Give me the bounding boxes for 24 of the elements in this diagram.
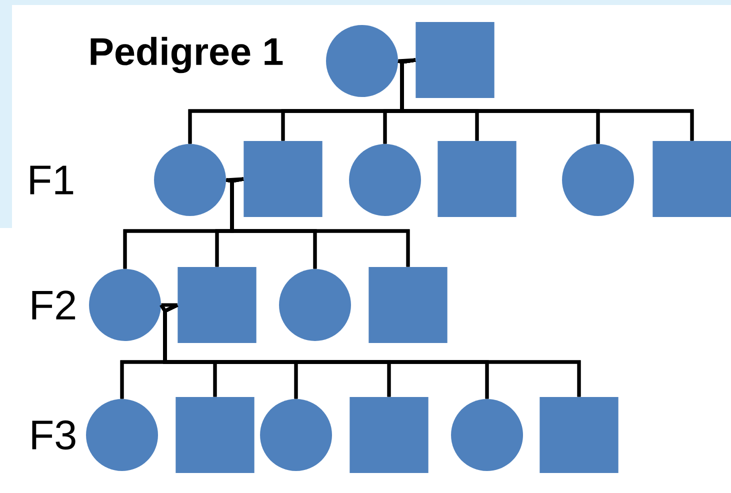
male-square — [368, 267, 448, 343]
female-circle — [279, 269, 351, 341]
mating-line — [226, 177, 244, 182]
male-square — [438, 141, 516, 217]
generation-label: F3 — [32, 420, 76, 450]
female-circle — [89, 269, 161, 341]
male-square — [416, 22, 494, 98]
female-circle — [562, 144, 634, 216]
title: Pedigree 1 — [90, 36, 283, 74]
male-square — [244, 141, 322, 217]
female-circle — [349, 144, 421, 216]
male-square — [350, 397, 428, 473]
male-square — [178, 267, 256, 343]
female-circle — [260, 399, 332, 471]
mating-line — [161, 303, 178, 307]
mating-line — [398, 58, 416, 63]
female-circle — [451, 399, 523, 471]
female-circle — [154, 144, 226, 216]
generation-label: F2 — [32, 290, 76, 320]
male-square — [176, 397, 254, 473]
generation-label: F1 — [30, 166, 74, 194]
female-circle — [326, 25, 398, 97]
male-square — [540, 397, 618, 473]
female-circle — [86, 399, 158, 471]
